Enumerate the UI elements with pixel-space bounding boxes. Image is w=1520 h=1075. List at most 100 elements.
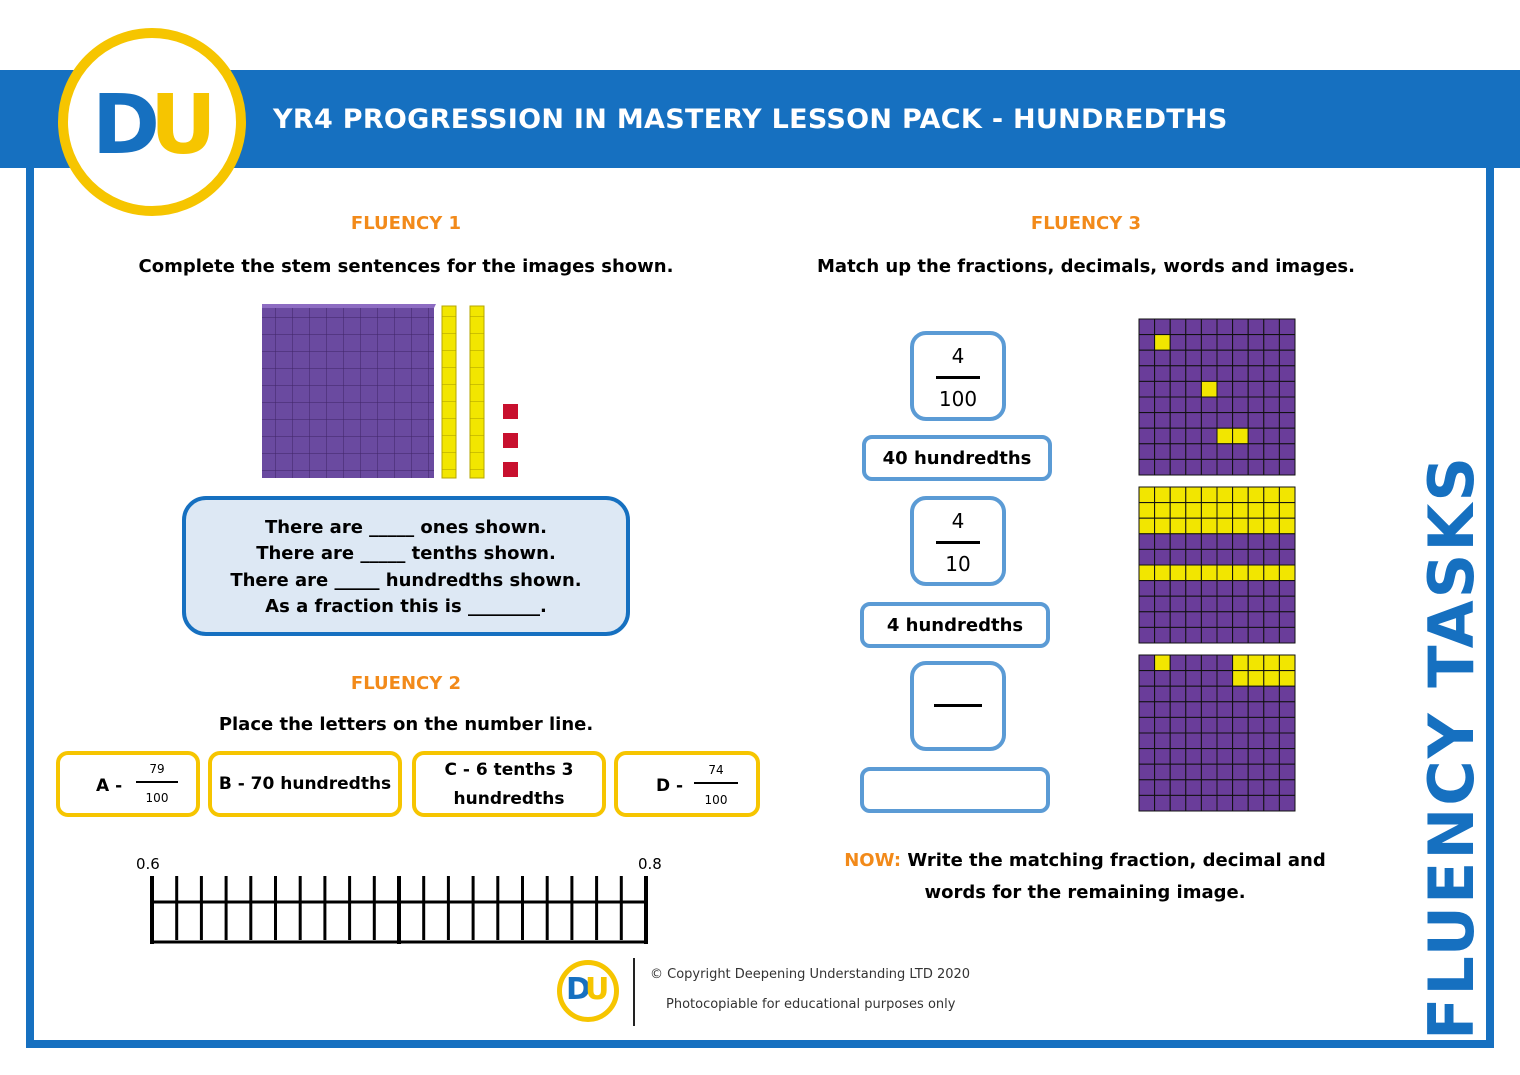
footer-note: Photocopiable for educational purposes o… [666,997,956,1012]
grid-cell [1185,701,1202,718]
grid-cell [1185,486,1202,504]
grid-cell [1278,580,1296,597]
fluency-3-instruction: Match up the fractions, decimals, words … [817,256,1355,277]
now-text-1: Write the matching fraction, decimal and [907,850,1326,871]
grid-cell [1263,334,1280,351]
grid-cell [1278,427,1296,445]
grid-cell [1154,412,1171,429]
grid-cell [1169,626,1187,644]
number-line-end-label: 0.8 [638,855,662,873]
grid-cell [1200,412,1218,429]
grid-cell [1232,732,1249,750]
grid-cell [1138,564,1156,582]
grid-cell [1200,396,1218,414]
grid-cell [1263,670,1280,687]
grid-cell [1278,794,1296,812]
grid-cell [1278,349,1296,367]
grid-cell [1216,716,1234,734]
grid-cell [1216,502,1234,519]
hundred-grid-1 [1138,318,1296,476]
grid-cell [1232,548,1249,566]
grid-cell [1185,365,1202,382]
logo-letter-d: D [92,78,160,173]
grid-cell [1169,412,1187,429]
grid-cell [1263,380,1280,398]
fraction-1-denominator: 100 [938,387,978,411]
grid-cell [1216,443,1234,460]
grid-cell [1154,349,1171,367]
grid-cell [1200,580,1218,597]
hundred-flat-icon [262,304,436,478]
grid-cell [1232,716,1249,734]
grid-cell [1278,533,1296,550]
fluency-1-instruction: Complete the stem sentences for the imag… [138,256,674,277]
frame-bottom-border [26,1040,1494,1048]
grid-cell [1138,580,1156,597]
grid-cell [1185,611,1202,628]
grid-cell [1169,732,1187,750]
grid-cell [1185,595,1202,613]
grid-cell [1232,443,1249,460]
grid-cell [1185,626,1202,644]
grid-cell [1169,580,1187,597]
grid-cell [1200,334,1218,351]
grid-cell [1185,580,1202,597]
grid-cell [1247,502,1265,519]
grid-cell [1216,486,1234,504]
card-c-line2: hundredths [453,789,565,809]
grid-cell [1263,564,1280,582]
grid-cell [1247,349,1265,367]
grid-cell [1247,412,1265,429]
grid-cell [1247,443,1265,460]
word-box-1-text: 40 hundredths [882,448,1032,469]
grid-cell [1154,427,1171,445]
grid-cell [1247,763,1265,781]
card-b [208,751,402,817]
grid-cell [1232,334,1249,351]
grid-cell [1278,626,1296,644]
grid-cell [1263,716,1280,734]
grid-cell [1154,502,1171,519]
grid-cell [1232,517,1249,535]
fraction-3-bar [934,704,982,707]
grid-cell [1247,732,1265,750]
grid-cell [1216,564,1234,582]
grid-cell [1263,779,1280,796]
grid-cell [1138,748,1156,765]
grid-cell [1200,748,1218,765]
grid-cell [1138,548,1156,566]
grid-cell [1278,517,1296,535]
grid-cell [1185,794,1202,812]
grid-cell [1200,380,1218,398]
grid-cell [1154,670,1171,687]
grid-cell [1232,626,1249,644]
grid-cell [1263,365,1280,382]
grid-cell [1185,443,1202,460]
grid-cell [1263,626,1280,644]
grid-cell [1154,365,1171,382]
grid-cell [1216,611,1234,628]
grid-cell [1185,685,1202,703]
footer-logo-u: U [585,972,610,1007]
grid-cell [1216,670,1234,687]
grid-cell [1216,779,1234,796]
grid-cell [1247,580,1265,597]
grid-cell [1278,779,1296,796]
grid-cell [1263,533,1280,550]
grid-cell [1138,412,1156,429]
grid-cell [1216,517,1234,535]
grid-cell [1169,365,1187,382]
grid-cell [1138,502,1156,519]
grid-cell [1154,548,1171,566]
grid-cell [1200,533,1218,550]
grid-cell [1263,794,1280,812]
word-box-3-empty[interactable] [860,767,1050,813]
grid-cell [1247,748,1265,765]
grid-cell [1216,412,1234,429]
grid-cell [1263,595,1280,613]
grid-cell [1263,763,1280,781]
grid-cell [1200,458,1218,476]
grid-cell [1154,626,1171,644]
grid-cell [1278,732,1296,750]
grid-cell [1263,580,1280,597]
